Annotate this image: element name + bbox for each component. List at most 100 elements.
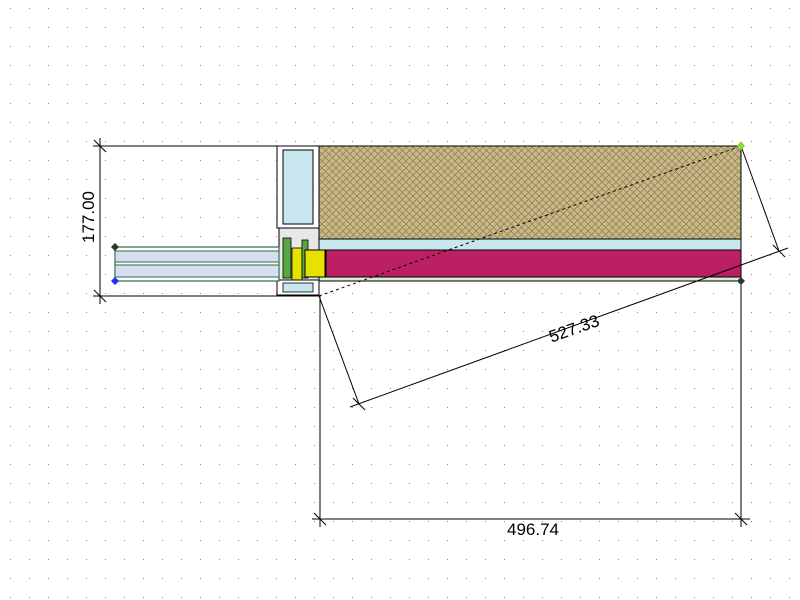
grid-dot <box>48 350 49 351</box>
grid-dot <box>675 65 676 66</box>
grid-dot <box>751 407 752 408</box>
grid-dot <box>124 217 125 218</box>
grid-dot <box>276 27 277 28</box>
grid-dot <box>200 331 201 332</box>
grid-dot <box>713 483 714 484</box>
grid-dot <box>789 141 790 142</box>
grid-dot <box>713 388 714 389</box>
grid-dot <box>447 597 448 598</box>
grid-dot <box>105 350 106 351</box>
grid-dot <box>599 597 600 598</box>
grid-dot <box>656 312 657 313</box>
grid-dot <box>276 464 277 465</box>
grid-dot <box>675 122 676 123</box>
grid-dot <box>48 293 49 294</box>
grid-dot <box>618 27 619 28</box>
grid-dot <box>238 46 239 47</box>
grid-dot <box>618 65 619 66</box>
grid-dot <box>352 578 353 579</box>
grid-dot <box>428 293 429 294</box>
selection-handles[interactable] <box>111 141 745 285</box>
grid-dot <box>789 597 790 598</box>
handle-right-bottom[interactable] <box>737 277 745 285</box>
grid-dot <box>447 559 448 560</box>
grid-dot <box>295 388 296 389</box>
grid-dot <box>599 388 600 389</box>
grid-dot <box>314 312 315 313</box>
grid-dot <box>656 483 657 484</box>
grid-dot <box>143 331 144 332</box>
grid-dot <box>200 369 201 370</box>
grid-dot <box>219 46 220 47</box>
grid-dot <box>447 407 448 408</box>
grid-dot <box>143 141 144 142</box>
grid-dot <box>732 464 733 465</box>
grid-dot <box>390 388 391 389</box>
grid-dot <box>485 540 486 541</box>
grid-dot <box>428 27 429 28</box>
grid-dot <box>238 445 239 446</box>
handle-left-top[interactable] <box>111 243 119 251</box>
grid-dot <box>352 350 353 351</box>
grid-dot <box>371 369 372 370</box>
grid-dot <box>29 407 30 408</box>
grid-dot <box>485 122 486 123</box>
grid-dot <box>542 65 543 66</box>
grid-dot <box>770 388 771 389</box>
grid-dot <box>732 578 733 579</box>
grid-dot <box>561 65 562 66</box>
grid-dot <box>124 312 125 313</box>
grid-dot <box>770 369 771 370</box>
grid-dot <box>732 141 733 142</box>
grid-dot <box>29 502 30 503</box>
grid-dot <box>67 502 68 503</box>
grid-dot <box>580 141 581 142</box>
grid-dot <box>181 198 182 199</box>
grid-dot <box>105 65 106 66</box>
grid-dot <box>352 464 353 465</box>
grid-dot <box>409 84 410 85</box>
grid-dot <box>257 217 258 218</box>
grid-dot <box>257 331 258 332</box>
grid-dot <box>181 103 182 104</box>
grid-dot <box>295 502 296 503</box>
grid-dot <box>29 521 30 522</box>
grid-dot <box>599 407 600 408</box>
grid-dot <box>105 8 106 9</box>
grid-dot <box>428 407 429 408</box>
grid-dot <box>257 521 258 522</box>
grid-dot <box>713 559 714 560</box>
grid-dot <box>143 179 144 180</box>
grid-dot <box>333 445 334 446</box>
grid-dot <box>580 502 581 503</box>
grid-dot <box>751 597 752 598</box>
grid-dot <box>333 331 334 332</box>
grid-dot <box>466 464 467 465</box>
grid-dot <box>29 597 30 598</box>
grid-dot <box>29 483 30 484</box>
grid-dot <box>409 350 410 351</box>
grid-dot <box>485 65 486 66</box>
handle-left-bottom[interactable] <box>111 277 119 285</box>
handle-right-top[interactable] <box>737 141 745 150</box>
grid-dot <box>124 483 125 484</box>
grid-dot <box>257 65 258 66</box>
grid-dot <box>675 141 676 142</box>
grid-dot <box>390 312 391 313</box>
grid-dot <box>751 293 752 294</box>
grid-dot <box>105 46 106 47</box>
grid-dot <box>333 312 334 313</box>
grid-dot <box>618 559 619 560</box>
grid-dot <box>656 445 657 446</box>
grid-dot <box>333 369 334 370</box>
grid-dot <box>523 369 524 370</box>
grid-dot <box>466 8 467 9</box>
grid-dot <box>371 521 372 522</box>
grid-dot <box>789 179 790 180</box>
grid-dot <box>675 84 676 85</box>
grid-dot <box>770 483 771 484</box>
grid-dot <box>48 65 49 66</box>
grid-dot <box>428 331 429 332</box>
grid-dot <box>105 236 106 237</box>
